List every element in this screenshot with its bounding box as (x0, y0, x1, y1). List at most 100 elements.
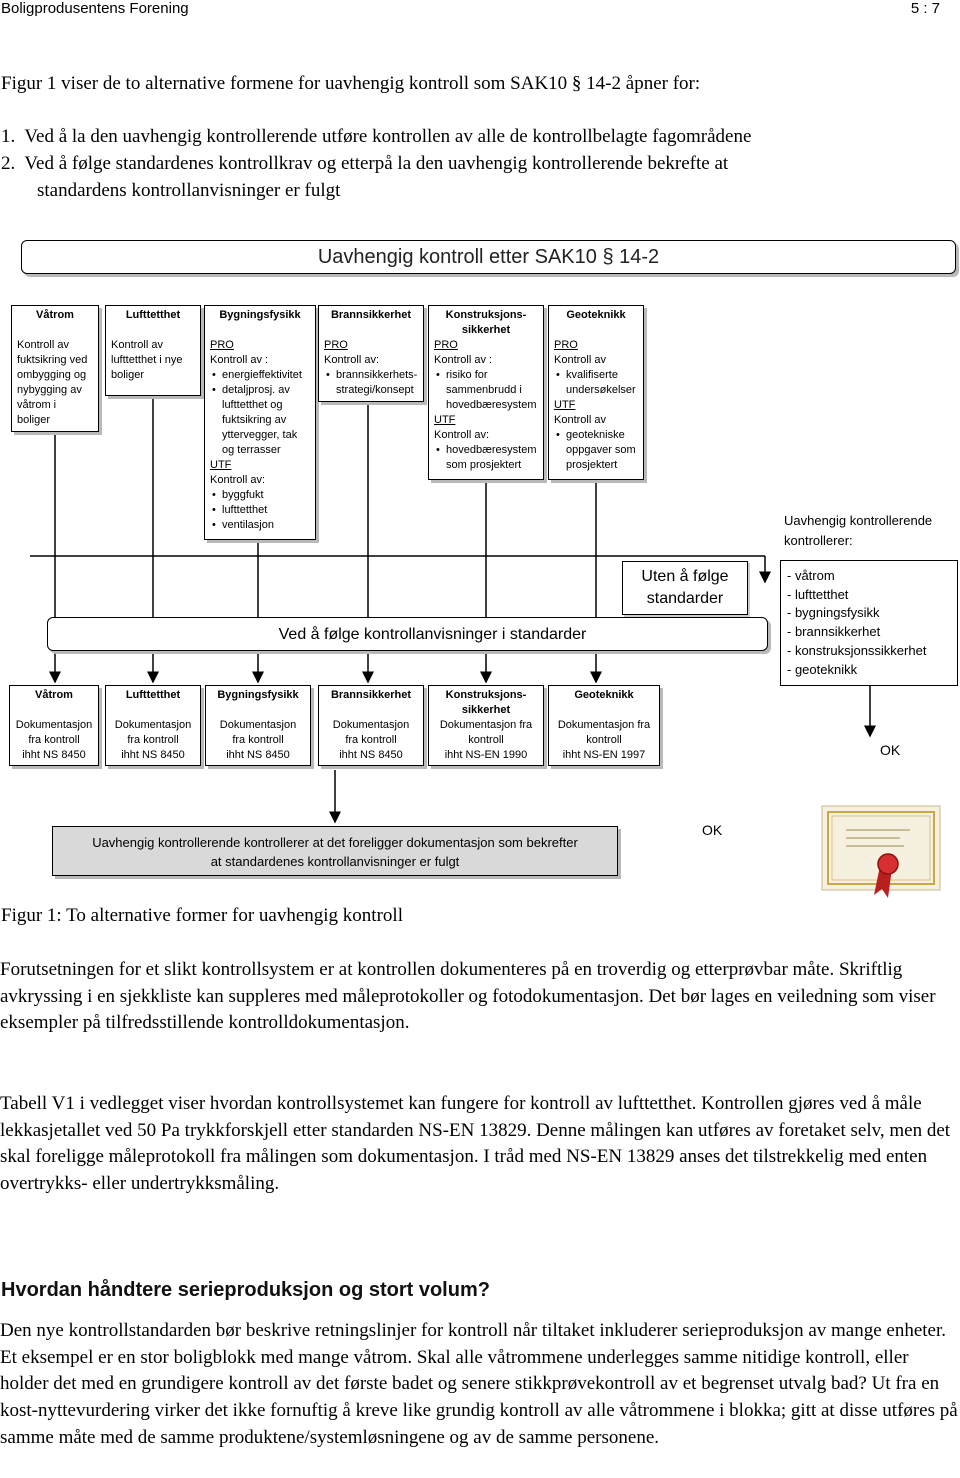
bottom-box-head: Brannsikkerhet (330, 689, 412, 701)
paragraph-1: Forutsetningen for et slikt kontrollsyst… (0, 959, 936, 1034)
bottom-box-lufttetthet: Lufttetthet Dokumentasjon fra kontroll i… (105, 685, 201, 766)
figure-caption: Figur 1: To alternative former for uavhe… (1, 905, 403, 926)
top-box-line: Kontroll av (17, 339, 69, 351)
bottom-box-line: fra kontroll (345, 734, 397, 746)
bullet-item: geotekniske oppgaver som prosjektert (554, 428, 638, 473)
bottom-box-line: ihht NS 8450 (22, 749, 86, 761)
intro-item-1: 1. Ved å la den uavhengig kontrollerende… (1, 126, 752, 147)
side-note-item: - bygningsfysikk (787, 605, 880, 621)
bullet-item: risiko for sammenbrudd i hovedbæresystem (434, 368, 538, 413)
paragraph-3: Den nye kontrollstandarden bør beskrive … (0, 1320, 958, 1448)
bottom-box-line: Dokumentasjon fra (439, 719, 533, 731)
pro-label: PRO (324, 339, 348, 351)
bottom-box-line: kontroll (586, 734, 622, 746)
top-box-brannsikkerhet: Brannsikkerhet PRO Kontroll av: brannsik… (318, 305, 424, 402)
top-box-head: Lufttetthet (125, 309, 181, 321)
final-check-box: Uavhengig kontrollerende kontrollerer at… (52, 826, 618, 876)
bottom-box-line: ihht NS 8450 (121, 749, 185, 761)
top-box-line: Kontroll av (111, 339, 163, 351)
top-box-head: Brannsikkerhet (330, 309, 412, 321)
top-box-lufttetthet: Lufttetthet Kontroll av lufttetthet i ny… (105, 305, 201, 396)
bottom-box-line: ihht NS 8450 (226, 749, 290, 761)
top-box-head: Geoteknikk (566, 309, 626, 321)
top-box-bygningsfysikk: Bygningsfysikk PRO Kontroll av : energie… (204, 305, 316, 540)
top-box-line: lufttetthet i nye (111, 354, 183, 366)
top-box-line: fuktsikring ved (17, 354, 88, 366)
utf-label: UTF (554, 399, 576, 411)
top-box-line: våtrom i (17, 399, 57, 411)
paragraph-2: Tabell V1 i vedlegget viser hvordan kont… (0, 1093, 951, 1195)
header-org: Boligprodusentens Forening (1, 0, 189, 17)
top-box-line: boliger (17, 414, 51, 426)
page-number: 5 : 7 (910, 0, 940, 17)
diagram-connectors (30, 396, 941, 898)
top-box-line: nybygging av (17, 384, 82, 396)
intro-text: Figur 1 viser de to alternative formene … (1, 73, 701, 94)
bullet-item: lufttetthet (210, 503, 310, 518)
bottom-box-line: Dokumentasjon (114, 719, 192, 731)
bottom-box-line: Dokumentasjon (15, 719, 93, 731)
section-heading: Hvordan håndtere serieproduksjon og stor… (1, 1279, 490, 1301)
pro-label: PRO (434, 339, 458, 351)
intro-item-2: 2. Ved å følge standardenes kontrollkrav… (1, 153, 729, 174)
bottom-box-head: Geoteknikk (574, 689, 634, 701)
bullet-item: byggfukt (210, 488, 310, 503)
bullet-item: ventilasjon (210, 518, 310, 533)
bullet-item: brannsikkerhets-strategi/konsept (324, 368, 418, 398)
bottom-box-line: ihht NS 8450 (339, 749, 403, 761)
ok-label-bottom: OK (702, 822, 723, 838)
final-check-line: at standardenes kontrollanvisninger er f… (210, 854, 460, 869)
with-standard-box: Ved å følge kontrollanvisninger i standa… (47, 617, 768, 651)
side-note-item: - våtrom (787, 568, 835, 583)
final-check-line: Uavhengig kontrollerende kontrollerer at… (92, 835, 578, 850)
top-box-head: Bygningsfysikk (219, 309, 301, 321)
bottom-box-vatrom: Våtrom Dokumentasjon fra kontroll ihht N… (9, 685, 99, 766)
bottom-box-geoteknikk: Geoteknikk Dokumentasjon fra kontroll ih… (548, 685, 660, 766)
bullet-item: detaljprosj. av lufttetthet og fuktsikri… (210, 383, 310, 458)
utf-label: UTF (210, 459, 232, 471)
bottom-box-line: kontroll (468, 734, 504, 746)
top-box-konstruksjonssikkerhet: Konstruksjons-sikkerhet PRO Kontroll av … (428, 305, 544, 480)
top-box-head: Konstruksjons-sikkerhet (445, 309, 527, 336)
top-box-geoteknikk: Geoteknikk PRO Kontroll av kvalifiserte … (548, 305, 644, 480)
pro-label: PRO (210, 339, 234, 351)
bottom-box-line: Dokumentasjon fra (557, 719, 651, 731)
side-note-item: - geoteknikk (787, 661, 858, 677)
side-note-item: - brannsikkerhet (787, 624, 881, 640)
without-standard-box: Uten å følge standarder (622, 561, 748, 615)
side-note-item: - konstruksjonssikkerhet (787, 642, 927, 658)
without-standard-label: Uten å følge standarder (641, 568, 729, 607)
bullet-item: hovedbæresystem som prosjektert (434, 443, 538, 473)
bullet-item: kvalifiserte undersøkelser (554, 368, 638, 398)
top-box-line: Kontroll av: (324, 354, 380, 366)
top-box-vatrom: Våtrom Kontroll av fuktsikring ved ombyg… (11, 305, 99, 432)
diagram-title: Uavhengig kontroll etter SAK10 § 14-2 (317, 246, 660, 268)
side-note-box: - våtrom - lufttetthet - bygningsfysikk … (780, 560, 958, 686)
top-box-line: ombygging og (17, 369, 87, 381)
with-standard-label: Ved å følge kontrollanvisninger i standa… (278, 626, 587, 643)
top-box-line: Kontroll av (554, 414, 606, 426)
top-box-line: Kontroll av : (210, 354, 269, 366)
bottom-box-konstruksjonssikkerhet: Konstruksjons-sikkerhet Dokumentasjon fr… (428, 685, 544, 766)
bullet-item: energieffektivitet (210, 368, 310, 383)
utf-label: UTF (434, 414, 456, 426)
bottom-box-line: fra kontroll (232, 734, 284, 746)
bottom-box-head: Våtrom (35, 689, 73, 701)
bottom-box-line: Dokumentasjon (219, 719, 297, 731)
bottom-box-line: fra kontroll (127, 734, 179, 746)
intro-item-2-cont: standardens kontrollanvisninger er fulgt (37, 180, 341, 201)
side-note-item: - lufttetthet (787, 586, 849, 602)
top-box-line: Kontroll av (554, 354, 606, 366)
bottom-box-line: Dokumentasjon (332, 719, 410, 731)
top-box-line: Kontroll av : (434, 354, 493, 366)
top-box-head: Våtrom (36, 309, 74, 321)
side-note-title: Uavhengig kontrollerende kontrollerer: (784, 513, 933, 548)
top-box-line: Kontroll av: (210, 474, 266, 486)
pro-label: PRO (554, 339, 578, 351)
top-box-line: Kontroll av: (434, 429, 490, 441)
bottom-box-brannsikkerhet: Brannsikkerhet Dokumentasjon fra kontrol… (318, 685, 424, 766)
bottom-box-line: fra kontroll (28, 734, 80, 746)
bottom-box-bygningsfysikk: Bygningsfysikk Dokumentasjon fra kontrol… (205, 685, 311, 766)
certificate-icon (821, 805, 941, 898)
ok-label-right: OK (880, 742, 901, 758)
